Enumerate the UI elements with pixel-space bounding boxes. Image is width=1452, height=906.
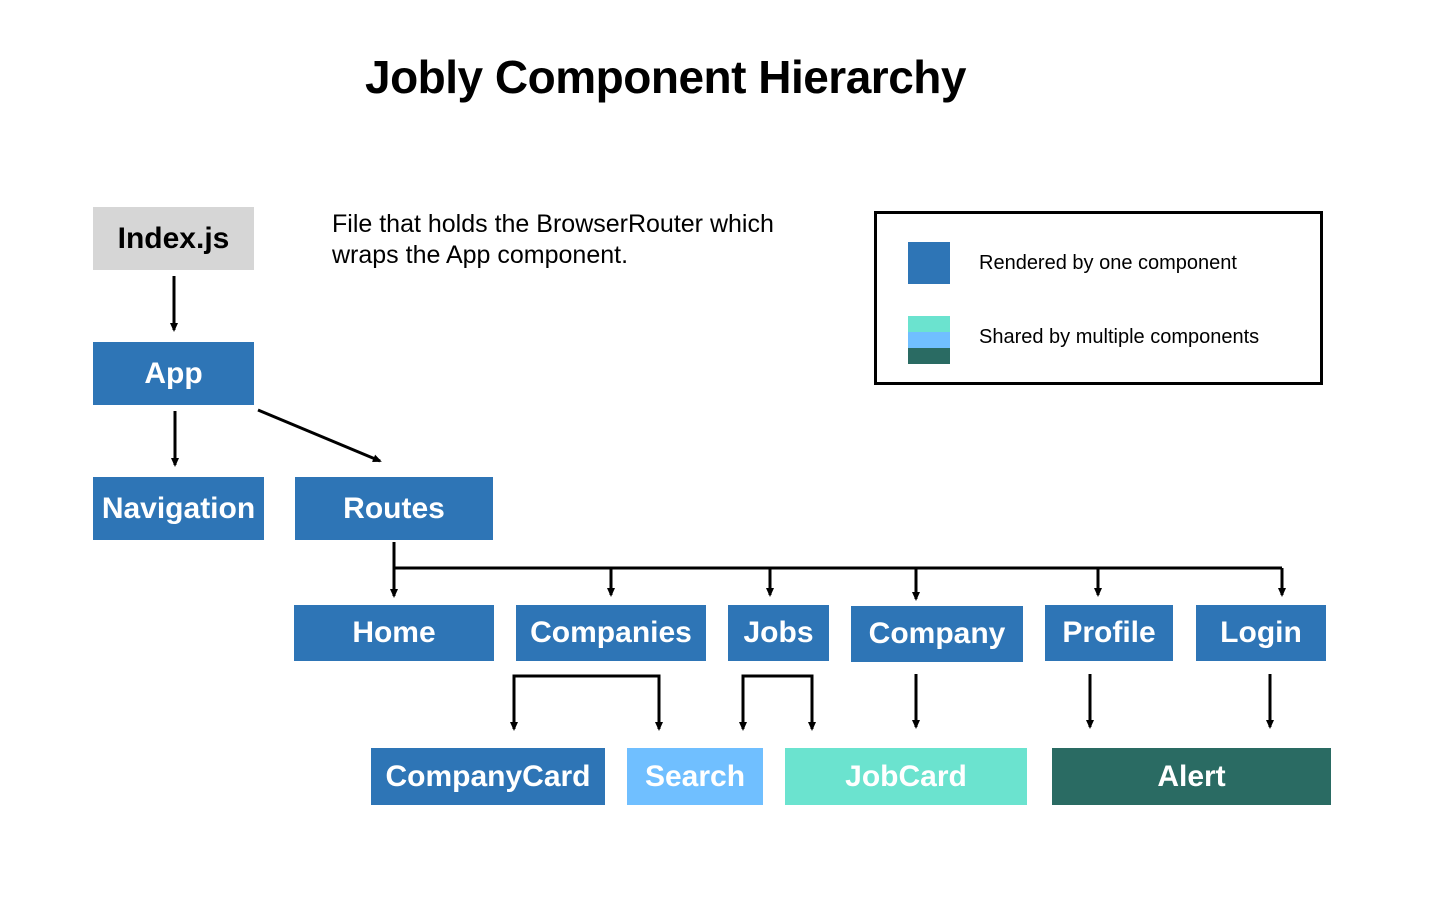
node-index: Index.js	[93, 207, 254, 270]
legend-swatch-single	[908, 242, 950, 284]
node-profile: Profile	[1045, 605, 1173, 661]
node-app: App	[93, 342, 254, 405]
node-routes: Routes	[295, 477, 493, 540]
legend-swatch-shared-alert	[908, 348, 950, 364]
node-home: Home	[294, 605, 494, 661]
node-search: Search	[627, 748, 763, 805]
node-companycard: CompanyCard	[371, 748, 605, 805]
legend-swatch-shared-search	[908, 332, 950, 348]
node-navigation: Navigation	[93, 477, 264, 540]
edge-companies-split	[512, 674, 661, 722]
diagram-title: Jobly Component Hierarchy	[365, 51, 966, 103]
node-login: Login	[1196, 605, 1326, 661]
node-jobcard: JobCard	[785, 748, 1027, 805]
index-annotation: File that holds the BrowserRouter which …	[332, 210, 774, 269]
node-jobs: Jobs	[728, 605, 829, 661]
legend-label-shared: Shared by multiple components	[979, 326, 1260, 348]
legend-swatch-shared-jobcard	[908, 316, 950, 332]
node-companies: Companies	[516, 605, 706, 661]
node-company: Company	[851, 606, 1023, 662]
edge-app-routes	[257, 408, 382, 463]
edge-routes-bus	[392, 542, 1282, 570]
legend-box: Rendered by one component Shared by mult…	[874, 211, 1323, 385]
node-alert: Alert	[1052, 748, 1331, 805]
legend-swatch-shared	[908, 316, 950, 364]
legend-label-single: Rendered by one component	[979, 252, 1237, 274]
edge-jobs-split	[741, 674, 814, 722]
